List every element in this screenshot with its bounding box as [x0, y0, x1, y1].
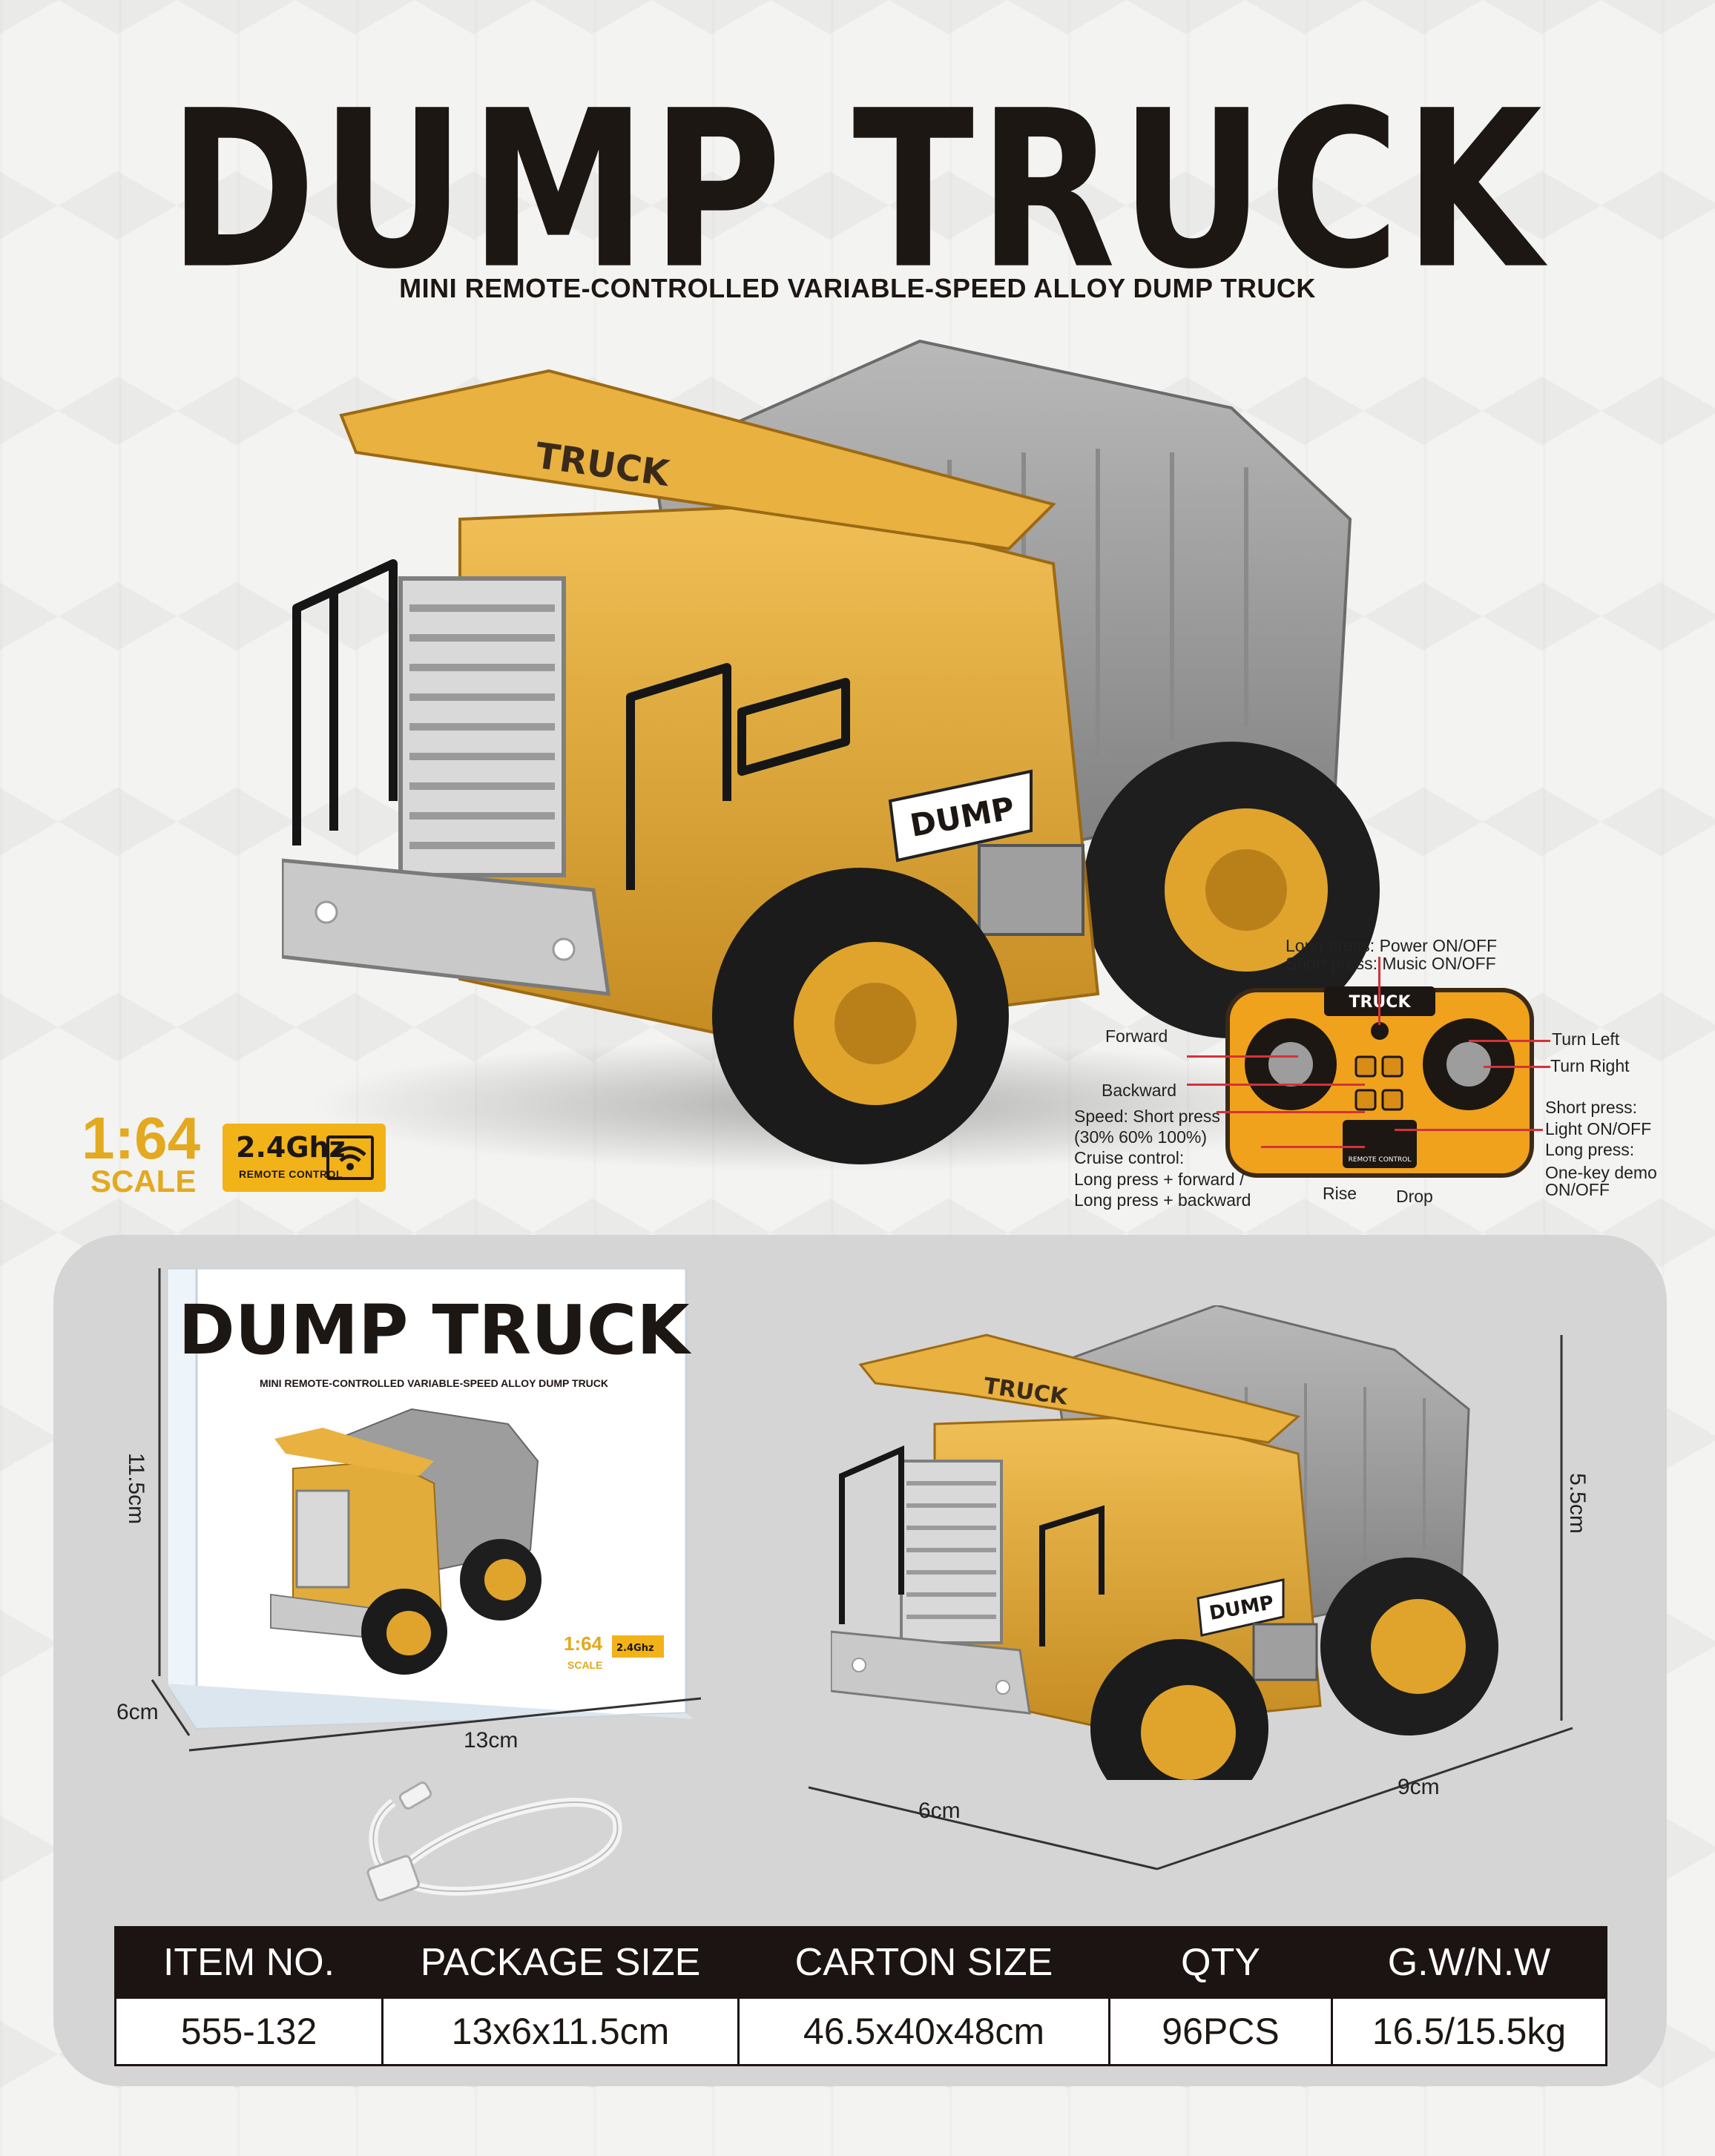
box-truck-illustration	[270, 1408, 542, 1675]
headlight-left	[315, 900, 338, 924]
annotation-line	[1261, 1146, 1365, 1148]
truck-dimension-lines	[808, 1335, 1573, 1870]
note-light-line2: Light ON/OFF	[1545, 1119, 1652, 1138]
cell-carton-size: 46.5x40x48cm	[737, 1997, 1110, 2066]
annotation-line	[1378, 957, 1380, 1025]
note-backward: Backward	[1102, 1081, 1176, 1100]
battery-box	[978, 844, 1084, 936]
scale-number: 1:64	[82, 1105, 201, 1171]
speed-button	[1354, 1055, 1377, 1078]
usb-cable	[366, 1781, 622, 1902]
truck-length-label: 9cm	[1398, 1775, 1440, 1799]
panel-truck-illustration: TRUCK DUMP	[831, 1305, 1498, 1780]
rear-wheel	[1083, 742, 1380, 1038]
cell-package-size: 13x6x11.5cm	[381, 1997, 740, 2066]
cell-item-no: 555-132	[114, 1997, 384, 2066]
hero-truck-illustration: TRUCK DUMP	[282, 339, 1380, 1172]
note-light-line5: ON/OFF	[1545, 1180, 1610, 1199]
box-frequency: 2.4Ghz	[616, 1643, 654, 1654]
box-scale: 1:64	[564, 1632, 603, 1655]
headlight-right	[552, 937, 576, 961]
page-subtitle: MINI REMOTE-CONTROLLED VARIABLE-SPEED AL…	[399, 273, 1316, 303]
left-railing	[292, 559, 398, 845]
note-forward: Forward	[1105, 1026, 1168, 1046]
scale-word: SCALE	[90, 1164, 197, 1199]
usbc-plug	[398, 1781, 432, 1810]
remote-footer: REMOTE CONTROL	[1349, 1156, 1412, 1164]
wifi-icon	[326, 1135, 374, 1180]
drop-button	[1381, 1089, 1403, 1111]
box-subtitle: MINI REMOTE-CONTROLLED VARIABLE-SPEED AL…	[260, 1377, 608, 1389]
note-light-line3: Long press:	[1545, 1140, 1635, 1159]
header-carton-size: CARTON SIZE	[737, 1926, 1110, 1999]
box-depth-label: 6cm	[116, 1700, 159, 1724]
note-cruise-line1: Cruise control:	[1074, 1148, 1185, 1167]
frequency-sub-label: REMOTE CONTROL	[239, 1168, 343, 1180]
cell-qty: 96PCS	[1108, 1997, 1333, 2066]
table-row: 555-132 13x6x11.5cm 46.5x40x48cm 96PCS 1…	[114, 1997, 1607, 2066]
header-package-size: PACKAGE SIZE	[381, 1926, 740, 1999]
spec-table-header-row: ITEM NO. PACKAGE SIZE CARTON SIZE QTY G.…	[114, 1926, 1607, 1999]
light-button	[1381, 1055, 1403, 1078]
annotation-line	[1217, 1111, 1365, 1113]
box-scale-word: SCALE	[567, 1659, 602, 1671]
annotation-line	[1187, 1055, 1298, 1058]
front-bumper	[282, 858, 610, 996]
spec-table: ITEM NO. PACKAGE SIZE CARTON SIZE QTY G.…	[114, 1926, 1607, 2066]
header-weight: G.W/N.W	[1331, 1926, 1607, 1999]
front-wheel	[712, 868, 1009, 1164]
truck-height-label: 5.5cm	[1564, 1473, 1590, 1534]
package-dimension-lines	[151, 1268, 702, 1752]
usb-plug	[366, 1855, 420, 1902]
box-title: DUMP TRUCK	[178, 1290, 692, 1370]
note-light-line1: Short press:	[1545, 1098, 1637, 1117]
package-box: DUMP TRUCK MINI REMOTE-CONTROLLED VARIAB…	[167, 1268, 694, 1732]
note-turn-right: Turn Right	[1550, 1056, 1630, 1075]
note-drop: Drop	[1396, 1187, 1433, 1206]
rise-button	[1354, 1089, 1377, 1111]
frequency-badge: 2.4Ghz REMOTE CONTROL	[223, 1124, 386, 1192]
note-rise: Rise	[1323, 1184, 1357, 1203]
header-item-no: ITEM NO.	[114, 1926, 384, 1999]
note-light-line4: One-key demo	[1545, 1163, 1657, 1182]
box-width-label: 13cm	[464, 1728, 519, 1753]
note-power-line1: Long press: Power ON/OFF	[1286, 936, 1498, 955]
note-speed-line2: (30% 60% 100%)	[1074, 1127, 1207, 1147]
header-qty: QTY	[1108, 1926, 1333, 1999]
truck-canopy	[339, 369, 1056, 551]
note-power-line2: Short press: Music ON/OFF	[1286, 954, 1496, 973]
annotation-line	[1469, 1040, 1550, 1042]
note-turn-left: Turn Left	[1552, 1029, 1620, 1049]
annotation-line	[1395, 1129, 1543, 1131]
power-button-icon	[1371, 1022, 1389, 1040]
cell-weight: 16.5/15.5kg	[1331, 1997, 1607, 2066]
annotation-line	[1187, 1084, 1365, 1086]
page-title: DUMP TRUCK	[168, 63, 1547, 317]
truck-width-label: 6cm	[918, 1799, 961, 1823]
note-cruise-line2: Long press + forward /	[1074, 1170, 1245, 1189]
box-height-label: 11.5cm	[124, 1452, 149, 1525]
annotation-line	[1484, 1066, 1550, 1068]
note-cruise-line3: Long press + backward	[1074, 1190, 1251, 1210]
cab-railing	[626, 663, 731, 890]
note-speed-line1: Speed: Short press	[1074, 1107, 1220, 1126]
